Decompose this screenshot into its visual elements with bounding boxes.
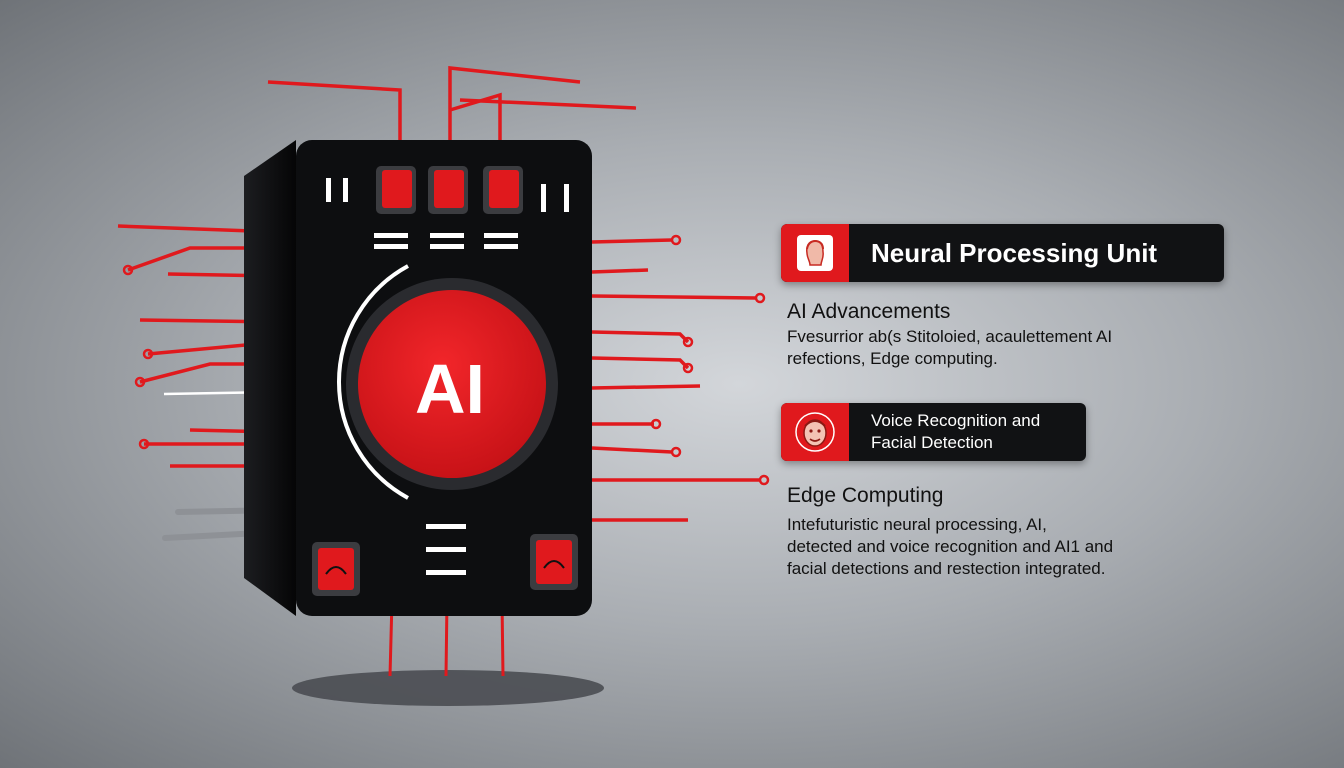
bottom-right-pad: [530, 534, 578, 590]
core-disc: [358, 290, 546, 478]
voice-recognition-card: Voice Recognition and Facial Detection: [781, 403, 1086, 461]
right-trace-nodes: [650, 234, 770, 486]
bottom-left-pad: [312, 542, 360, 596]
top-indicator-bars: [326, 178, 569, 212]
bottom-dashes: [426, 524, 466, 575]
edge-text: Intefuturistic neural processing, AI, de…: [787, 514, 1113, 580]
head-icon: [797, 235, 833, 271]
top-red-pads: [376, 166, 523, 214]
pad-dashes: [374, 233, 518, 249]
edge-heading: Edge Computing: [787, 484, 944, 507]
left-trace-nodes: [122, 264, 154, 450]
face-scan-icon: [795, 412, 835, 452]
chip-ai-label: AI: [415, 350, 485, 428]
edge-line: detected and voice recognition and AI1 a…: [787, 537, 1114, 556]
voice-card-line: Voice Recognition and: [871, 411, 1041, 430]
advancements-text: Fvesurrior ab(s Stitoloied, acaulettemen…: [787, 326, 1112, 370]
advancements-line: refections, Edge computing.: [787, 349, 998, 368]
advancements-heading: AI Advancements: [787, 300, 951, 323]
core-arc: [336, 264, 409, 500]
voice-card-line: Facial Detection: [871, 433, 993, 452]
chip-shadow: [292, 670, 604, 706]
npu-title-card: Neural Processing Unit: [781, 224, 1224, 282]
edge-line: Intefuturistic neural processing, AI,: [787, 515, 1047, 534]
npu-title: Neural Processing Unit: [871, 237, 1158, 268]
npu-icon-box: [781, 224, 849, 282]
edge-line: facial detections and restection integra…: [787, 559, 1106, 578]
voice-card-text: Voice Recognition and Facial Detection: [871, 410, 1040, 454]
chip-side-face: [244, 140, 296, 616]
advancements-line: Fvesurrior ab(s Stitoloied, acaulettemen…: [787, 327, 1113, 346]
voice-icon-box: [781, 403, 849, 461]
right-traces: [591, 238, 760, 522]
